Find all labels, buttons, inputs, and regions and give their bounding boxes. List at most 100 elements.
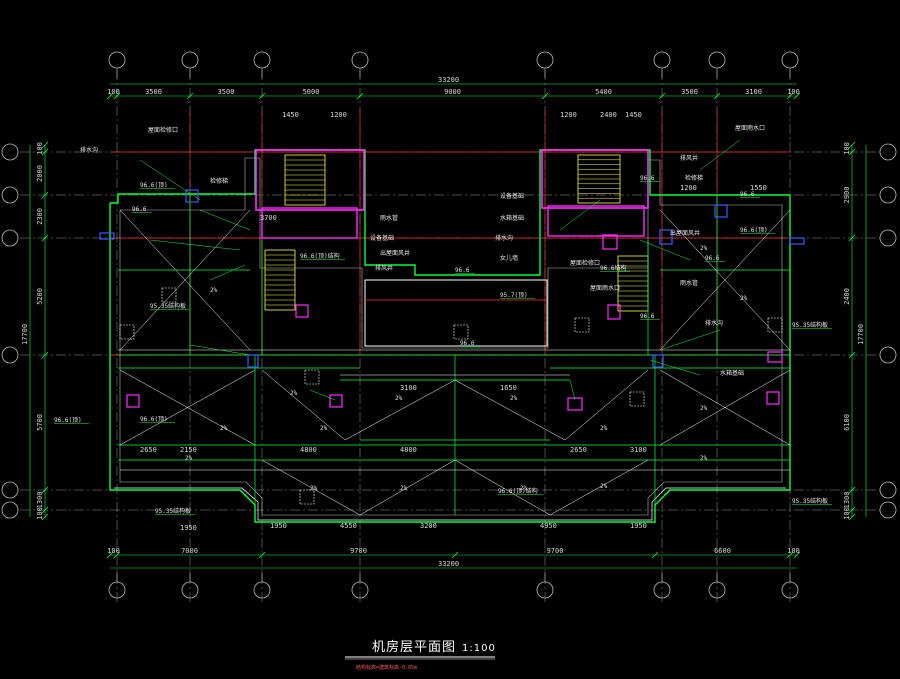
equipment-box	[126, 394, 140, 408]
dimension-label: 5200	[36, 288, 44, 305]
inner-dimension: 1450	[625, 111, 642, 119]
inner-dimension: 2400	[600, 111, 617, 119]
dimension-label: 100	[787, 547, 800, 555]
text-annotations: 96.6(顶) 96.6 96.6 96.6(顶) 95.35结构板 96.6(顶)结构 9…	[54, 111, 832, 532]
inner-dimension: 2150	[180, 446, 197, 454]
axis-bubble	[781, 51, 799, 69]
inner-dimension: 1650	[500, 384, 517, 392]
dimension-tick	[41, 506, 49, 514]
slope-line	[659, 369, 791, 446]
downpipe-box	[574, 317, 590, 333]
axis-bubble	[1, 346, 19, 364]
dimension-tick	[186, 92, 194, 100]
title-underline	[345, 656, 495, 660]
annotation-note: 水箱基础	[500, 214, 524, 222]
level-note: 96.6(顶)	[740, 227, 768, 234]
level-note: 96.6(顶)结构	[300, 252, 340, 260]
annotation-note: 设备基础	[370, 234, 394, 242]
stair-treads-right-lower	[618, 260, 648, 307]
leader-lines	[139, 139, 741, 401]
dimension-label: 2400	[843, 288, 851, 305]
axis-bubble	[653, 51, 671, 69]
slope-note: 2%	[700, 405, 708, 412]
dimension-label: 5000	[303, 88, 320, 96]
equipment-box	[99, 232, 115, 240]
slope-line	[564, 369, 649, 441]
elevator-shaft-left	[261, 207, 358, 239]
axis-bubble	[1, 143, 19, 161]
slope-line	[359, 459, 456, 516]
dimension-label: 2000	[36, 165, 44, 182]
machine-room	[364, 279, 548, 347]
level-note: 95.35结构板	[150, 302, 186, 310]
dimension-label: 6600	[714, 547, 731, 555]
dimension-tick	[541, 92, 549, 100]
stair-core-left	[255, 149, 365, 211]
dimension-tick	[258, 551, 266, 559]
dimension-tick	[41, 486, 49, 494]
equipment-box	[602, 234, 618, 250]
inner-dimension: 1200	[560, 111, 577, 119]
annotation-note: 排风井	[375, 264, 393, 272]
leader-line	[569, 379, 576, 401]
level-note: 95.35结构板	[155, 507, 191, 515]
level-note: 96.6	[460, 340, 475, 347]
overall-dimension-bottom: 33200	[438, 560, 459, 568]
leader-line	[639, 239, 691, 261]
drawing-title-text: 机房层平面图	[372, 640, 457, 655]
level-note: 96.6(顶)	[140, 182, 168, 189]
equipment-box	[659, 229, 673, 245]
level-note: 96.6	[132, 206, 147, 213]
dimension-tick	[41, 141, 49, 149]
inner-dimension: 3100	[400, 384, 417, 392]
axis-bubble	[1, 186, 19, 204]
inner-dimension: 4800	[400, 446, 417, 454]
dimension-tick	[848, 148, 856, 156]
stair-treads-left-lower	[265, 254, 295, 306]
slope-note: 2%	[700, 455, 708, 462]
level-note: 96.6(顶)	[54, 417, 82, 424]
annotation-note: 屋面检修口	[148, 126, 178, 134]
dimension-tick	[41, 513, 49, 521]
inner-dimension: 1950	[180, 524, 197, 532]
equipment-box	[767, 351, 783, 363]
level-note: 96.6	[455, 267, 470, 274]
inner-dimension: 1450	[282, 111, 299, 119]
equipment-box	[714, 204, 728, 218]
downpipe-box	[161, 287, 177, 303]
equipment-box	[185, 189, 199, 203]
slope-note: 2%	[310, 485, 318, 492]
dimension-label: 100	[107, 547, 120, 555]
axis-bubble	[879, 481, 897, 499]
structure	[99, 139, 805, 523]
level-note: 95.7(顶)	[500, 292, 528, 299]
level-note: 96.6(顶)	[140, 416, 168, 423]
level-note: 96.6结构	[600, 264, 626, 272]
slope-line	[454, 459, 551, 516]
level-note: 96.6	[740, 191, 755, 198]
leader-line	[149, 239, 241, 251]
axis-bubble	[1, 501, 19, 519]
dimension-tick	[113, 551, 121, 559]
equipment-box	[295, 304, 309, 318]
inner-dimension: 1200	[330, 111, 347, 119]
dimension-label: 5400	[595, 88, 612, 96]
downpipe-box	[304, 369, 320, 385]
dimension-label: 100	[107, 88, 120, 96]
dimension-label: 3500	[681, 88, 698, 96]
dimension-tick	[451, 551, 459, 559]
slope-note: 2%	[700, 245, 708, 252]
axis-bubble	[708, 51, 726, 69]
inner-dimension: 1950	[630, 522, 647, 530]
leader-line	[199, 209, 251, 231]
leader-line	[649, 359, 701, 376]
dimension-tick	[786, 92, 794, 100]
dimension-tick	[106, 92, 114, 100]
annotation-note: 屋面检修口	[570, 259, 600, 267]
downpipe-box	[453, 324, 469, 340]
dimension-tick	[41, 148, 49, 156]
stair-treads-left	[285, 159, 325, 201]
dimension-tick	[113, 92, 121, 100]
left-total-dimension: 17700	[21, 324, 29, 345]
